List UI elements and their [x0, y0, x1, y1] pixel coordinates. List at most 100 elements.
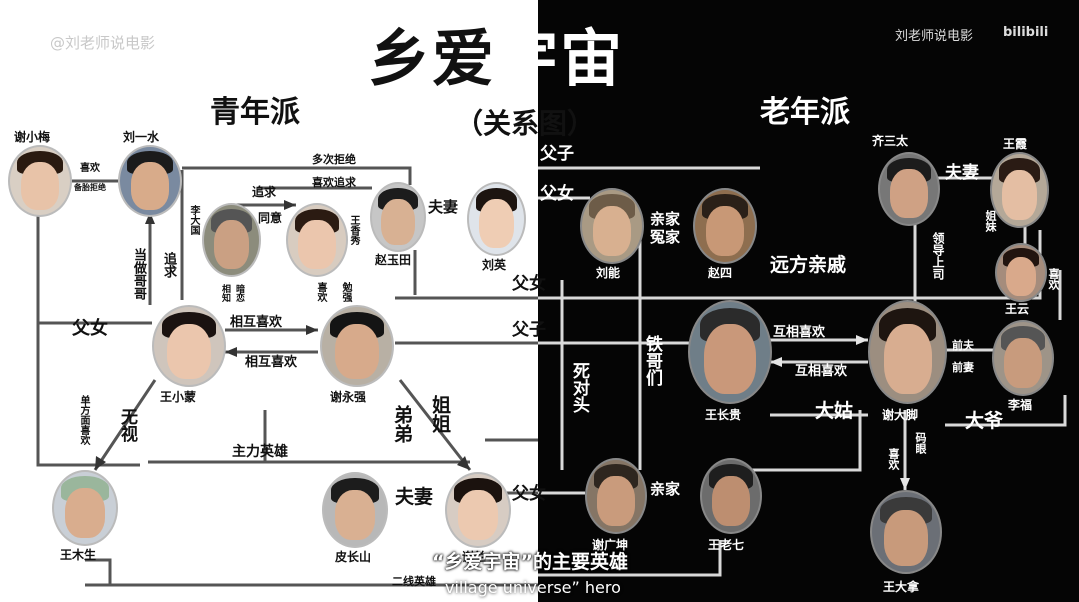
rel-qianfu: 前夫 — [952, 339, 974, 352]
line-bottom-border2 — [85, 558, 112, 585]
rel-funv-bottom: 父女 — [512, 484, 546, 504]
avatar-xie-yongqiang — [320, 305, 394, 387]
name-xie-yongqiang: 谢永强 — [330, 390, 367, 404]
arrow-lidaguo-right — [284, 200, 296, 210]
rel-jiejie: 姐姐 — [429, 395, 451, 433]
watermark-left: @刘老师说电影 — [50, 34, 156, 52]
name-wang-dana: 王大拿 — [883, 580, 920, 594]
arrow-xiaomeng-yongqiang — [306, 325, 318, 335]
name-liu-ying: 刘英 — [482, 258, 507, 272]
rel-dagu: 大姑 — [815, 400, 854, 422]
rel-fuzi-mid: 父子 — [512, 320, 546, 340]
line-top-loop — [182, 166, 412, 185]
rel-shenqing: 暗恋 — [234, 284, 244, 302]
rel-tongyi: 同意 — [258, 211, 283, 225]
avatar-wang-dana — [870, 490, 942, 574]
caption-main: “乡爱宇宙”的主要英雄 — [432, 551, 628, 573]
line-laoqi-xie — [750, 410, 862, 472]
rel-zhuli-yingxiong: 主力英雄 — [232, 444, 288, 460]
avatar-wang-changgui — [688, 300, 772, 404]
avatar-pi-changshan — [322, 472, 388, 548]
faction-old: 老年派 — [760, 95, 850, 130]
avatar-xie-lan — [445, 472, 511, 548]
name-wang-yun: 王云 — [1005, 302, 1030, 316]
rel-qingjia-yuanjia: 亲家冤家 — [650, 210, 681, 246]
rel-zhuiqiu: 追求 — [252, 185, 277, 199]
name-wang-laoqi: 王老七 — [708, 538, 745, 552]
rel-daye: 大爷 — [965, 410, 1004, 432]
avatar-wang-yun — [995, 243, 1047, 302]
rel-funv-mid: 父女 — [512, 274, 546, 294]
line-bottom-right — [538, 540, 722, 577]
rel-xihuan-b: 喜欢 — [887, 448, 900, 470]
watermark-right: 刘老师说电影 — [895, 29, 974, 44]
rel-yuanfang-qinqi: 远方亲戚 — [770, 254, 847, 276]
rel-fuqi-right: 夫妻 — [945, 163, 979, 183]
rel-xihuan-small: 喜欢 — [80, 163, 100, 174]
name-liu-neng: 刘能 — [596, 266, 621, 280]
name-wang-changgui: 王长贵 — [705, 408, 742, 422]
rel-wushi: 无视 — [117, 408, 137, 442]
main-title: 乡爱宇宙 — [368, 22, 625, 95]
avatar-wang-xiangxiu — [286, 203, 348, 277]
name-zhao-yutian: 赵玉田 — [375, 253, 412, 267]
arrow-xie-down — [900, 478, 910, 490]
avatar-xie-xiaomei — [8, 145, 72, 217]
avatar-li-fu — [992, 320, 1054, 396]
rel-tiegemen: 铁哥们 — [642, 335, 662, 386]
name-pi-changshan: 皮长山 — [335, 550, 372, 564]
arrow-bottom-left — [95, 456, 106, 470]
rel-qingjia: 亲家 — [650, 480, 681, 498]
rel-mianzi: 勉强 — [340, 282, 351, 302]
name-xie-guangkun: 谢广坤 — [592, 538, 629, 552]
avatar-wang-laoqi — [700, 458, 762, 534]
rel-dan-fang-miao: 单方面喜欢 — [78, 395, 89, 445]
rel-huxiang-xihuan-1: 互相喜欢 — [773, 325, 826, 340]
name-qi-santai: 齐三太 — [872, 134, 909, 148]
avatar-liu-yishui — [118, 145, 182, 217]
caption-sub: village universe” hero — [445, 578, 621, 597]
rel-mayan: 码眼 — [914, 432, 927, 454]
avatar-liu-neng — [580, 188, 644, 264]
name-wang-xiaomeng: 王小蒙 — [160, 390, 197, 404]
name-xie-lan: 谢兰 — [462, 550, 487, 564]
rel-erxian-yingxiong: 二线英雄 — [392, 575, 436, 588]
line-yongqiang-xielan — [398, 379, 472, 471]
avatar-xie-guangkun — [585, 458, 647, 534]
name-xie-dajiao: 谢大脚 — [882, 408, 919, 422]
avatar-liu-ying — [467, 182, 526, 256]
arrow-yongqiang-xiaomeng — [225, 347, 237, 357]
name-wang-musheng: 王木生 — [60, 548, 97, 562]
avatar-wang-musheng — [52, 470, 118, 546]
rel-xihuan-zhuiqiu: 喜欢追求 — [312, 176, 356, 189]
rel-funv-left: 父女 — [72, 318, 108, 339]
line-xiaomeng-bottom — [93, 379, 157, 471]
rel-xianghu-xihuan-2: 相互喜欢 — [245, 355, 298, 370]
arrow-liuyishui-up — [145, 212, 155, 224]
rel-zhui: 追求 — [161, 252, 176, 278]
name-wang-xia: 王霞 — [1003, 137, 1028, 151]
name-xie-xiaomei: 谢小梅 — [14, 130, 51, 144]
line-daye — [945, 395, 1067, 427]
name-li-fu: 李福 — [1008, 398, 1033, 412]
avatar-zhao-si — [693, 188, 757, 264]
avatar-xie-dajiao — [868, 300, 947, 404]
rel-xianghu-xihuan-1: 相互喜欢 — [230, 315, 283, 330]
rel-huxiang-xihuan-2: 互相喜欢 — [795, 364, 848, 379]
rel-didi: 弟弟 — [391, 405, 413, 443]
rel-sidui-tou: 死对头 — [569, 362, 589, 413]
rel-fuqi-top: 夫妻 — [428, 198, 459, 216]
avatar-wang-xia — [990, 152, 1049, 228]
name-liu-yishui: 刘一水 — [123, 130, 160, 144]
line-xiaomei-down — [36, 215, 140, 467]
bilibili-logo: bilibili — [1003, 25, 1049, 40]
rel-fuzi-top: 父子 — [540, 144, 574, 164]
faction-young: 青年派 — [210, 95, 300, 130]
avatar-qi-santai — [878, 152, 940, 226]
avatar-wang-xiaomeng — [152, 305, 226, 387]
avatar-zhao-yutian — [370, 182, 426, 252]
arrow-changgui-right — [856, 335, 868, 345]
rel-dangzuo-gege: 当做哥哥 — [131, 248, 146, 300]
rel-fuqi-bottom: 夫妻 — [395, 486, 434, 508]
